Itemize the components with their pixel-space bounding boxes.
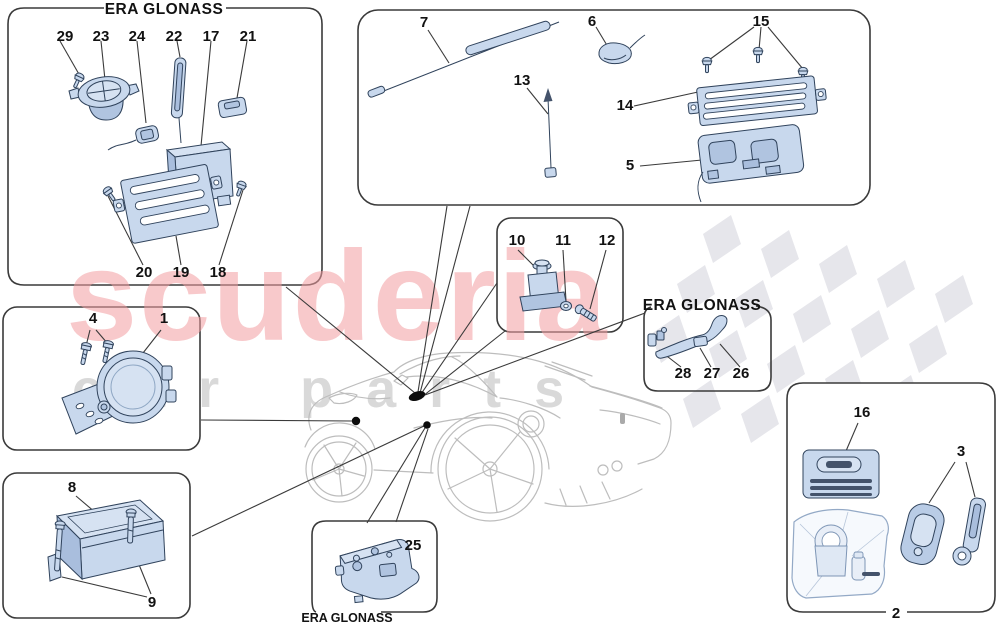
title-era-glonass-module: ERA GLONASS	[301, 611, 392, 625]
kit-bag	[791, 508, 889, 599]
part-label-1: 1	[160, 310, 168, 327]
part-26-roof-bracket	[655, 315, 728, 359]
part-label-14: 14	[617, 97, 634, 114]
part-11-washer	[560, 301, 572, 311]
part-3-key-fob	[900, 497, 986, 566]
part-labels: 29 23 24 22 17 21 20 19 18 7 6 13 15 14 …	[57, 13, 966, 622]
part-label-24: 24	[129, 28, 146, 45]
part-23-speaker	[68, 76, 140, 121]
part-13-whip-antenna	[543, 88, 557, 178]
part-8-ecu	[47, 499, 166, 582]
box-era-glonass-unit-border	[7, 7, 323, 286]
part-label-13: 13	[514, 72, 531, 89]
part-14-bracket	[687, 75, 827, 127]
part-label-20: 20	[136, 264, 153, 281]
part-label-5: 5	[626, 157, 634, 174]
part-27-spacer	[693, 335, 708, 348]
part-25-floor-module	[334, 538, 420, 604]
part-16-code-card	[802, 449, 880, 499]
box-roof-bracket-border	[643, 305, 772, 392]
part-label-9: 9	[148, 594, 156, 611]
part-21-module	[217, 96, 248, 119]
part-label-7: 7	[420, 14, 428, 31]
callout-lines	[191, 205, 646, 537]
watermark-brand-text: scuderia	[66, 225, 609, 368]
part-22-antenna-strip	[170, 57, 187, 144]
part-label-18: 18	[210, 264, 227, 281]
part-label-21: 21	[240, 28, 257, 45]
car-attachment-dots	[351, 390, 431, 429]
part-24-connector	[107, 125, 159, 151]
part-7-antenna-cable	[367, 20, 560, 98]
part-1-siren	[61, 350, 177, 435]
title-era-glonass-bracket: ERA GLONASS	[643, 297, 762, 314]
part-28-fixings	[647, 327, 667, 347]
part-label-6: 6	[588, 13, 596, 30]
part-label-29: 29	[57, 28, 74, 45]
part-label-22: 22	[166, 28, 183, 45]
part-6-gps-antenna	[598, 34, 646, 65]
part-19-bracket	[112, 164, 223, 244]
part-label-15: 15	[753, 13, 770, 30]
part-label-28: 28	[675, 365, 692, 382]
part-label-17: 17	[203, 28, 220, 45]
part-label-25: 25	[405, 537, 422, 554]
part-12-screw	[574, 304, 597, 322]
part-label-23: 23	[93, 28, 110, 45]
part-label-16: 16	[854, 404, 871, 421]
fender-dot	[351, 416, 361, 426]
part-label-4: 4	[89, 310, 98, 327]
part-9-bolts	[54, 508, 137, 572]
part-label-8: 8	[68, 479, 76, 496]
part-label-26: 26	[733, 365, 750, 382]
part-label-11: 11	[555, 232, 571, 249]
part-5-receiver-module	[697, 124, 805, 203]
part-label-2: 2	[892, 605, 900, 622]
part-label-12: 12	[599, 232, 616, 249]
box-titles: ERA GLONASS ERA GLONASS ERA GLONASS	[105, 1, 762, 625]
roof-dot	[408, 390, 426, 402]
part-10-antenna-base	[519, 259, 568, 312]
part-label-3: 3	[957, 443, 965, 460]
title-era-glonass-unit: ERA GLONASS	[105, 1, 224, 18]
rocker-dot	[423, 421, 431, 429]
part-label-10: 10	[509, 232, 526, 249]
part-label-27: 27	[704, 365, 721, 382]
part-label-19: 19	[173, 264, 190, 281]
